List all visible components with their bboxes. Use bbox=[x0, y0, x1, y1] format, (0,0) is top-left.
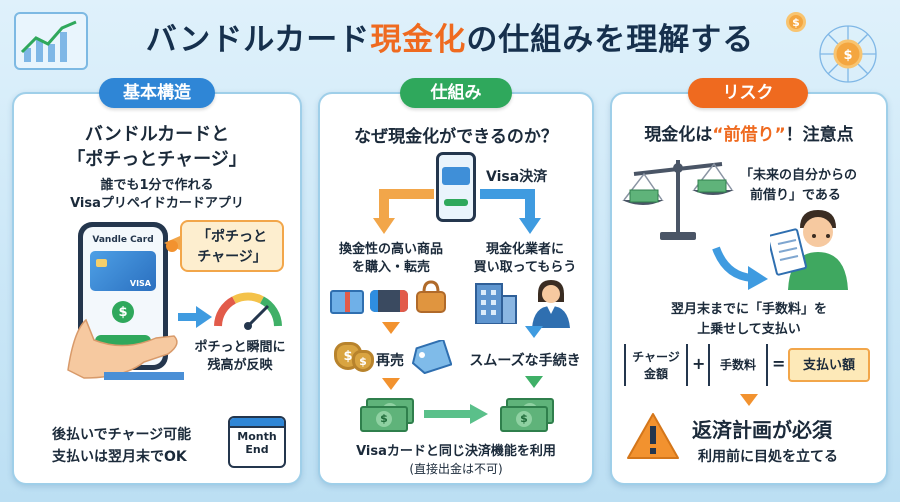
formula-charge-amount: チャージ 金額 bbox=[624, 344, 688, 386]
visa-label: Visa決済 bbox=[486, 169, 548, 185]
formula-charge-line-2: 金額 bbox=[643, 367, 668, 381]
fee-line-1: 翌月末までに「手数料」を bbox=[670, 302, 827, 317]
banknote-icon bbox=[500, 406, 548, 432]
middle-bottom-1: Visaカードと同じ決済機能を利用 bbox=[356, 444, 556, 459]
middle-heading: なぜ現金化ができるのか？ bbox=[354, 127, 558, 147]
fork-arrows-icon bbox=[370, 184, 546, 240]
calendar-month: Month bbox=[237, 430, 277, 443]
left-sub-2: Visaプリペイドカードアプリ bbox=[70, 196, 244, 211]
badge-basic-structure: 基本構造 bbox=[99, 78, 215, 108]
quote-line-2: 前借り」である bbox=[750, 188, 841, 203]
left-route-2: を購入・転売 bbox=[351, 260, 430, 275]
gauge-icon bbox=[212, 286, 284, 334]
arrow-down-right-icon bbox=[712, 242, 772, 296]
right-route-2: 買い取ってもらう bbox=[473, 260, 577, 275]
warning-icon bbox=[626, 412, 680, 464]
card-name: Vandle Card bbox=[92, 235, 154, 245]
badge-mechanism: 仕組み bbox=[400, 78, 512, 108]
gift-card-icon bbox=[330, 290, 364, 314]
reflect-line-2: 残高が反映 bbox=[207, 358, 273, 373]
callout-line-1: 「ポチっと bbox=[197, 229, 267, 245]
staff-icon bbox=[528, 278, 574, 332]
left-heading-2: 「ポチっとチャージ」 bbox=[67, 149, 247, 170]
warn-line-2: 利用前に目処を立てる bbox=[698, 449, 838, 465]
dollar-icon: $ bbox=[112, 301, 134, 323]
calendar-end: End bbox=[245, 443, 269, 456]
worried-person-icon bbox=[767, 206, 860, 294]
page-title: バンドルカード現金化の仕組みを理解する bbox=[145, 22, 755, 58]
price-tag-icon bbox=[411, 338, 453, 378]
arrow-right-icon bbox=[424, 404, 488, 428]
formula-plus: + bbox=[692, 354, 706, 373]
arrow-right-icon bbox=[178, 306, 212, 332]
callout-pochitto-charge bbox=[180, 220, 284, 272]
right-route-1: 現金化業者に bbox=[485, 242, 564, 257]
smooth-label: スムーズな手続き bbox=[469, 353, 581, 369]
phone-icon bbox=[436, 152, 476, 222]
reflect-line-1: ポチっと瞬間に bbox=[194, 340, 286, 355]
arrow-down-icon bbox=[525, 326, 543, 338]
building-icon bbox=[472, 278, 518, 328]
calendar-icon: Month End bbox=[228, 416, 286, 468]
left-heading-1: バンドルカードと bbox=[84, 124, 230, 145]
svg-text:$: $ bbox=[843, 48, 852, 63]
game-console-icon bbox=[370, 290, 408, 312]
formula-fee: 手数料 bbox=[708, 344, 768, 386]
card-brand: VISA bbox=[129, 279, 151, 288]
scale-icon bbox=[622, 150, 734, 246]
left-route-1: 換金性の高い商品 bbox=[338, 242, 443, 257]
arrow-down-icon bbox=[525, 376, 543, 388]
formula-equals: = bbox=[772, 354, 786, 373]
warn-line-1: 返済計画が必須 bbox=[692, 418, 832, 442]
right-heading: 現金化は“前借り”！注意点 bbox=[644, 125, 854, 145]
quote-line-1: 「未来の自分からの bbox=[740, 168, 858, 183]
pointer-dot-icon bbox=[166, 240, 178, 252]
fee-line-2: 上乗せして支払い bbox=[697, 322, 801, 337]
hand-icon bbox=[64, 300, 184, 380]
middle-bottom-2: (直接出金は不可) bbox=[409, 462, 503, 476]
arrow-down-icon bbox=[382, 322, 400, 334]
banknote-icon bbox=[360, 406, 408, 432]
handbag-icon bbox=[414, 280, 448, 318]
arrow-down-icon bbox=[740, 394, 758, 406]
badge-risk: リスク bbox=[688, 78, 808, 108]
arrow-down-icon bbox=[382, 378, 400, 390]
left-sub-1: 誰でも1分で作れる bbox=[100, 178, 214, 193]
pay-line-1: 後払いでチャージ可能 bbox=[52, 427, 192, 443]
pay-line-2: 支払いは翌月末でOK bbox=[52, 449, 187, 465]
money-bag-icon: $ bbox=[352, 350, 374, 372]
formula-payment: 支払い額 bbox=[788, 348, 870, 382]
formula-charge-line-1: チャージ bbox=[632, 350, 680, 364]
card-graphic: VISA bbox=[90, 251, 156, 291]
coin-icon: $ bbox=[786, 12, 806, 32]
chart-icon bbox=[14, 12, 88, 70]
network-icon: $ bbox=[800, 10, 896, 90]
callout-line-2: チャージ」 bbox=[197, 249, 267, 265]
resale-label: 再売 bbox=[376, 353, 404, 369]
